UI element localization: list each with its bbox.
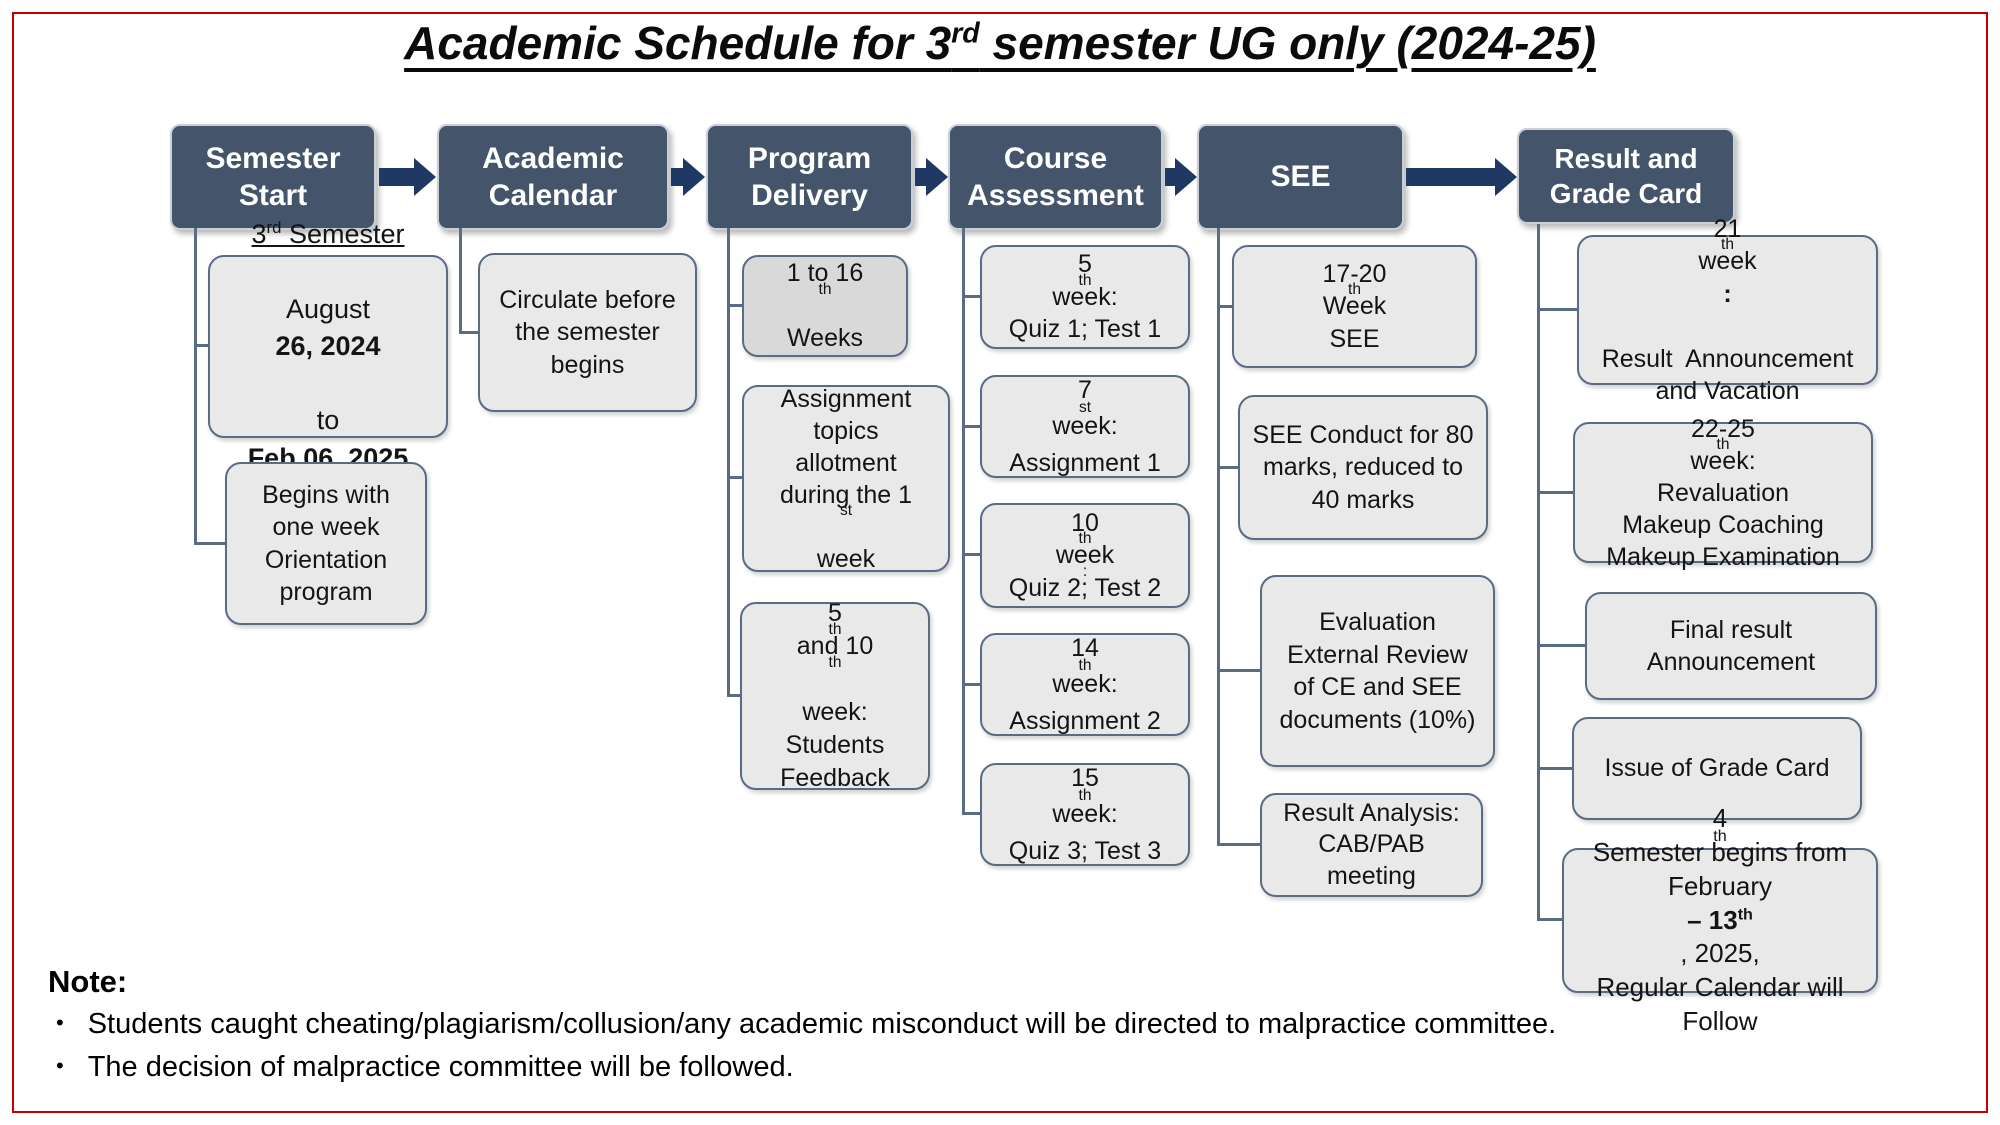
- connector-line: [1537, 918, 1562, 921]
- flow-arrow-icon: [671, 158, 705, 196]
- flow-arrow-icon: [379, 158, 436, 196]
- connector-line: [1537, 224, 1540, 921]
- header-academic-calendar: Academic Calendar: [437, 124, 669, 230]
- connector-line: [194, 344, 208, 347]
- list-item: • Students caught cheating/plagiarism/co…: [56, 1008, 1856, 1041]
- connector-line: [962, 553, 980, 556]
- connector-line: [1217, 669, 1260, 672]
- connector-line: [459, 228, 462, 334]
- connector-line: [1537, 644, 1585, 647]
- note-bullet-text: Students caught cheating/plagiarism/coll…: [87, 1008, 1557, 1040]
- header-program-delivery: Program Delivery: [706, 124, 913, 230]
- connector-line: [727, 694, 740, 697]
- list-item: • The decision of malpractice committee …: [56, 1051, 1856, 1084]
- connector-line: [459, 331, 478, 334]
- flow-arrow-icon: [1406, 158, 1517, 196]
- connector-line: [194, 228, 197, 545]
- page-title: Academic Schedule for 3rd semester UG on…: [404, 17, 1596, 69]
- connector-line: [962, 425, 980, 428]
- connector-line: [962, 812, 980, 815]
- box-issue-of-grade-card: Issue of Grade Card: [1572, 717, 1862, 820]
- flow-arrow-icon: [915, 158, 948, 196]
- header-course-assessment: Course Assessment: [948, 124, 1163, 230]
- note-label: Note:: [48, 964, 128, 999]
- connector-line: [1537, 767, 1572, 770]
- flow-arrow-icon: [1165, 158, 1197, 196]
- header-result-grade-card: Result and Grade Card: [1517, 128, 1735, 224]
- connector-line: [962, 683, 980, 686]
- connector-line: [727, 304, 742, 307]
- header-semester-start: Semester Start: [170, 124, 376, 230]
- note-list: • Students caught cheating/plagiarism/co…: [56, 1008, 1856, 1094]
- connector-line: [1217, 228, 1220, 846]
- connector-line: [727, 228, 730, 697]
- connector-line: [1537, 308, 1577, 311]
- bullet-icon: •: [56, 1010, 64, 1035]
- bullet-icon: •: [56, 1053, 64, 1078]
- header-see: SEE: [1197, 124, 1404, 230]
- connector-line: [962, 295, 980, 298]
- connector-line: [1217, 305, 1232, 308]
- connector-line: [194, 542, 225, 545]
- note-bullet-text: The decision of malpractice committee wi…: [87, 1051, 794, 1083]
- connector-line: [727, 476, 742, 479]
- connector-line: [1537, 491, 1573, 494]
- connector-line: [1217, 466, 1238, 469]
- connector-line: [1217, 843, 1260, 846]
- connector-line: [962, 228, 965, 815]
